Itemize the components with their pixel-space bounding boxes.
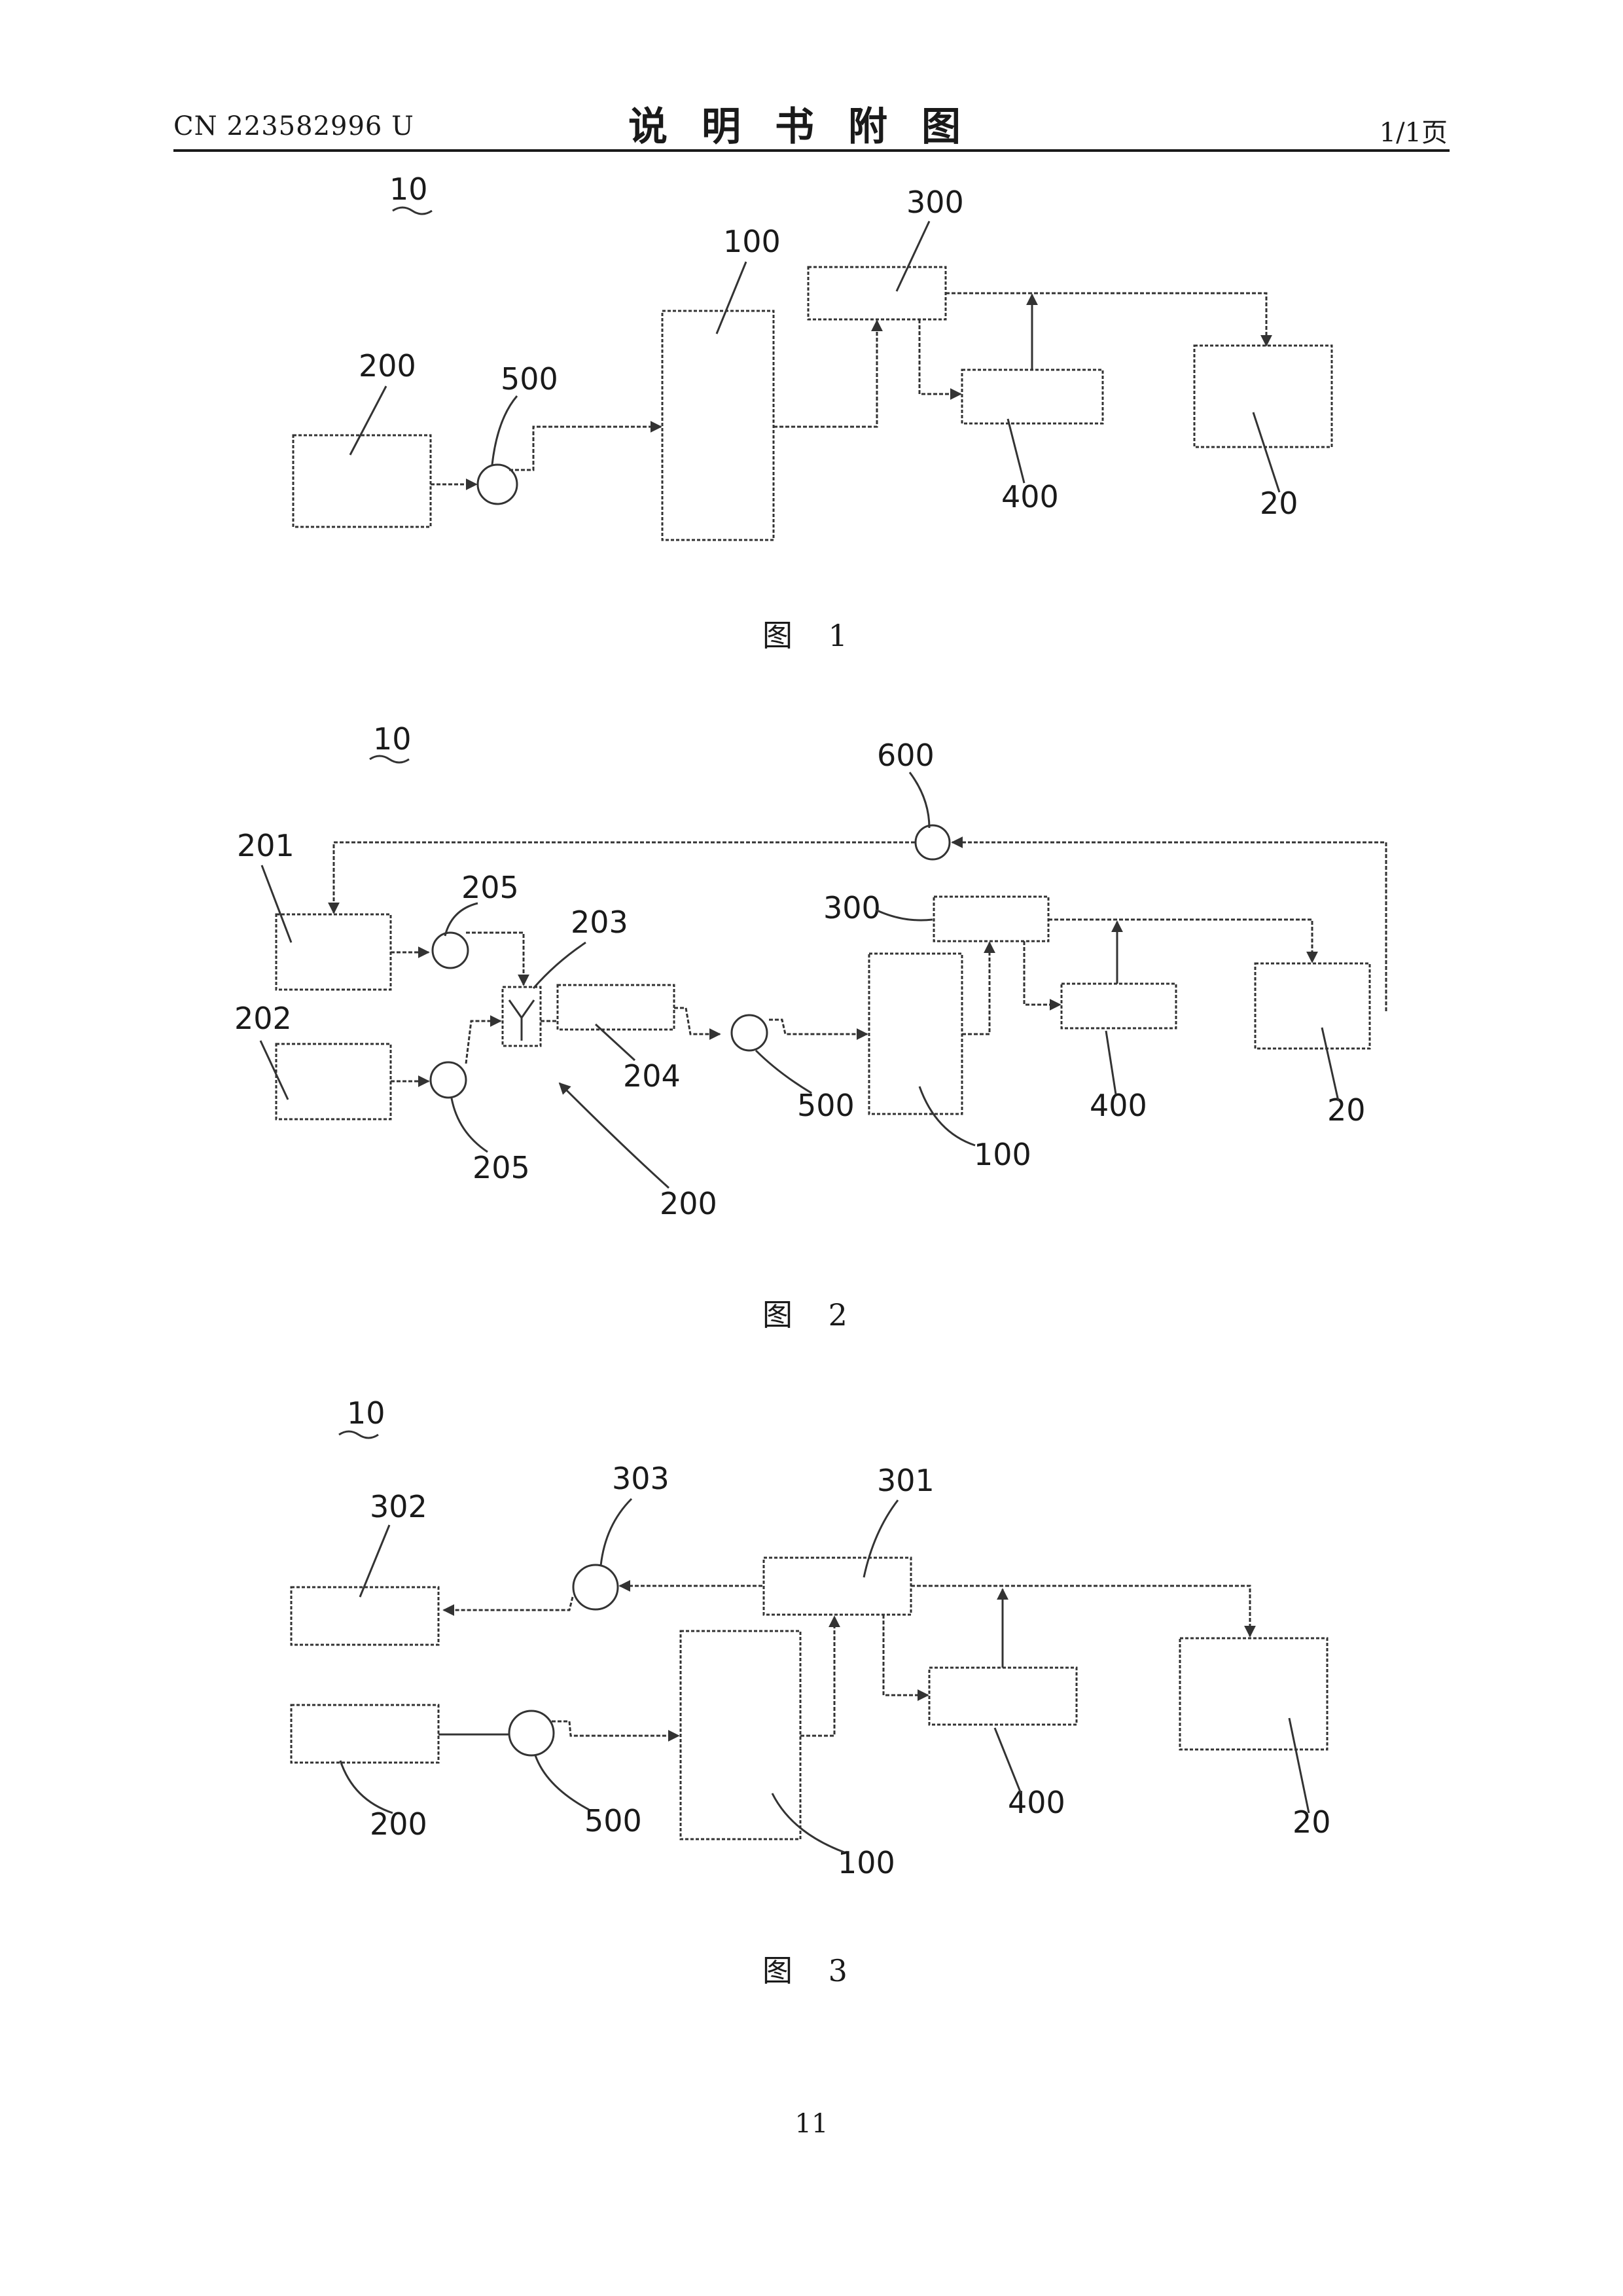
fig3-box-100 <box>681 1631 800 1839</box>
fig3-label-500: 500 <box>584 1803 642 1839</box>
fig3-system-label: 10 <box>339 1395 385 1438</box>
svg-text:10: 10 <box>347 1395 385 1431</box>
page-number: 11 <box>0 2109 1623 2139</box>
fig3-box-400 <box>929 1668 1077 1725</box>
fig3-box-200 <box>291 1705 438 1763</box>
fig3-label-400: 400 <box>1008 1785 1065 1820</box>
fig3-label-100: 100 <box>838 1845 895 1880</box>
fig3-label-301: 301 <box>877 1463 935 1498</box>
fig3-label-200: 200 <box>370 1806 427 1842</box>
fig3-label-303: 303 <box>612 1461 669 1496</box>
fig3-box-302 <box>291 1587 438 1645</box>
fig3-box-20 <box>1180 1638 1327 1749</box>
fig3-pump-500 <box>509 1711 554 1755</box>
fig3-pump-303 <box>573 1565 618 1609</box>
figure-3-caption: 图 3 <box>0 1947 1623 1990</box>
fig3-box-301 <box>764 1558 911 1615</box>
fig3-label-302: 302 <box>370 1489 427 1524</box>
fig3-label-20: 20 <box>1293 1804 1331 1840</box>
